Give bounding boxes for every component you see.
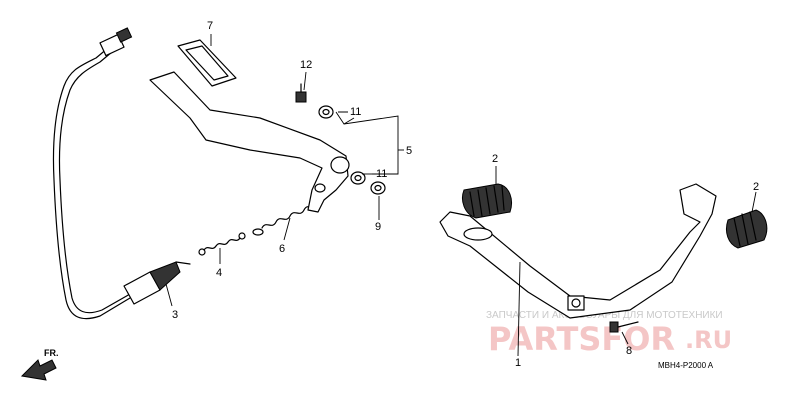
washer-9 (370, 181, 386, 195)
callout-2-right: 2 (753, 181, 759, 193)
step-bolt (609, 321, 639, 333)
callout-5: 5 (406, 145, 412, 157)
callout-4: 4 (216, 267, 222, 279)
watermark: ЗАПЧАСТИ И АКСЕССУАРЫ ДЛЯ МОТОТЕХНИКИ PA… (486, 310, 732, 358)
callout-11-upper: 11 (350, 106, 361, 118)
leader-lines (165, 34, 757, 357)
stop-switch-cable (52, 27, 191, 320)
callout-8: 8 (626, 345, 632, 357)
callout-2-left: 2 (492, 153, 498, 165)
watermark-tagline: ЗАПЧАСТИ И АКСЕССУАРЫ ДЛЯ МОТОТЕХНИКИ (486, 310, 723, 321)
callouts: 7 12 11 5 11 9 6 4 3 2 2 1 8 MBH4-P2000 … (172, 20, 759, 370)
brake-pedal-rubber (177, 39, 237, 87)
front-indicator: FR. (44, 348, 59, 358)
watermark-brand: PARTSFOR (488, 320, 675, 358)
callout-9: 9 (375, 221, 381, 233)
watermark-domain: .RU (685, 326, 732, 354)
callout-3: 3 (172, 309, 178, 321)
callout-7: 7 (207, 20, 213, 32)
stop-switch-spring (198, 232, 246, 256)
callout-6: 6 (279, 243, 285, 255)
callout-11-lower: 11 (376, 168, 387, 180)
callout-1: 1 (515, 357, 521, 369)
step-bar (439, 183, 717, 319)
diagram-code: MBH4-P2000 A (658, 361, 714, 370)
step-rubbers (462, 183, 768, 249)
callout-12: 12 (300, 59, 312, 71)
front-arrow-icon: FR. (20, 348, 59, 381)
washers (318, 105, 366, 185)
brake-pedal (149, 71, 350, 213)
pivot-bolt (295, 83, 307, 103)
